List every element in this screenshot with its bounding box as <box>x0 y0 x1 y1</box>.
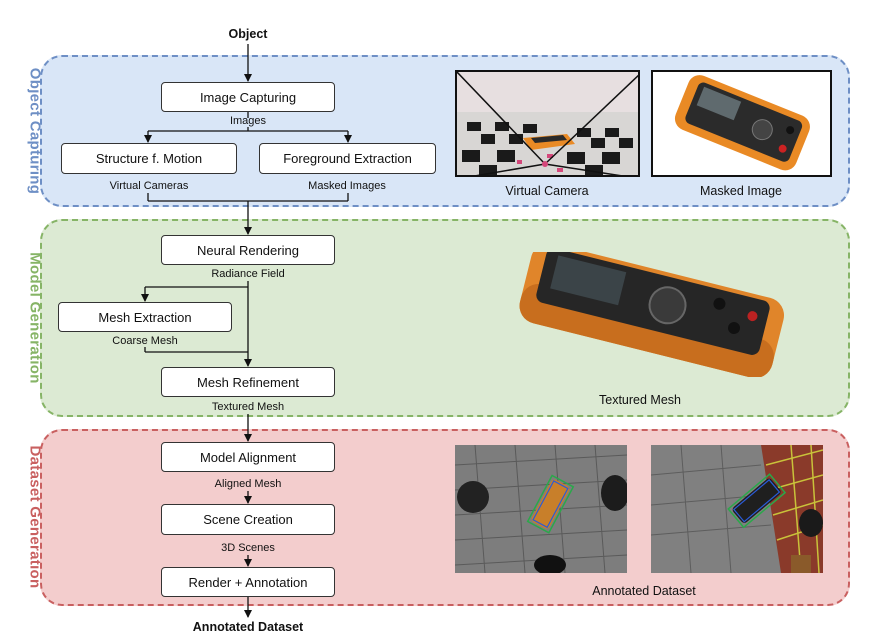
mesh-refinement-box: Mesh Refinement <box>161 367 335 397</box>
radiance-field-label: Radiance Field <box>211 268 285 280</box>
render-annotation-box: Render + Annotation <box>161 567 335 597</box>
object-label: Object <box>228 27 268 41</box>
virtual-cameras-label: Virtual Cameras <box>109 180 189 192</box>
textured-mesh-render <box>505 252 800 377</box>
annotated-dataset-image-2 <box>651 445 823 573</box>
3d-scenes-label: 3D Scenes <box>221 542 275 554</box>
aligned-mesh-label: Aligned Mesh <box>214 478 282 490</box>
coarse-mesh-label: Coarse Mesh <box>112 335 178 347</box>
annotated-dataset-image-1 <box>455 445 627 573</box>
scene-creation-box: Scene Creation <box>161 504 335 535</box>
images-label: Images <box>229 115 267 127</box>
annotated-dataset-caption: Annotated Dataset <box>592 584 696 598</box>
model-alignment-box: Model Alignment <box>161 442 335 472</box>
annotated-dataset-output-label: Annotated Dataset <box>192 620 304 634</box>
virtual-camera-image <box>455 70 640 177</box>
foreground-extraction-box: Foreground Extraction <box>259 143 436 174</box>
structure-from-motion-box: Structure f. Motion <box>61 143 237 174</box>
textured-mesh-caption: Textured Mesh <box>599 393 681 407</box>
virtual-camera-caption: Virtual Camera <box>505 184 589 198</box>
masked-image <box>651 70 832 177</box>
neural-rendering-box: Neural Rendering <box>161 235 335 265</box>
mesh-extraction-box: Mesh Extraction <box>58 302 232 332</box>
masked-images-label: Masked Images <box>308 180 386 192</box>
textured-mesh-edge-label: Textured Mesh <box>211 401 285 413</box>
masked-image-caption: Masked Image <box>700 184 782 198</box>
image-capturing-box: Image Capturing <box>161 82 335 112</box>
